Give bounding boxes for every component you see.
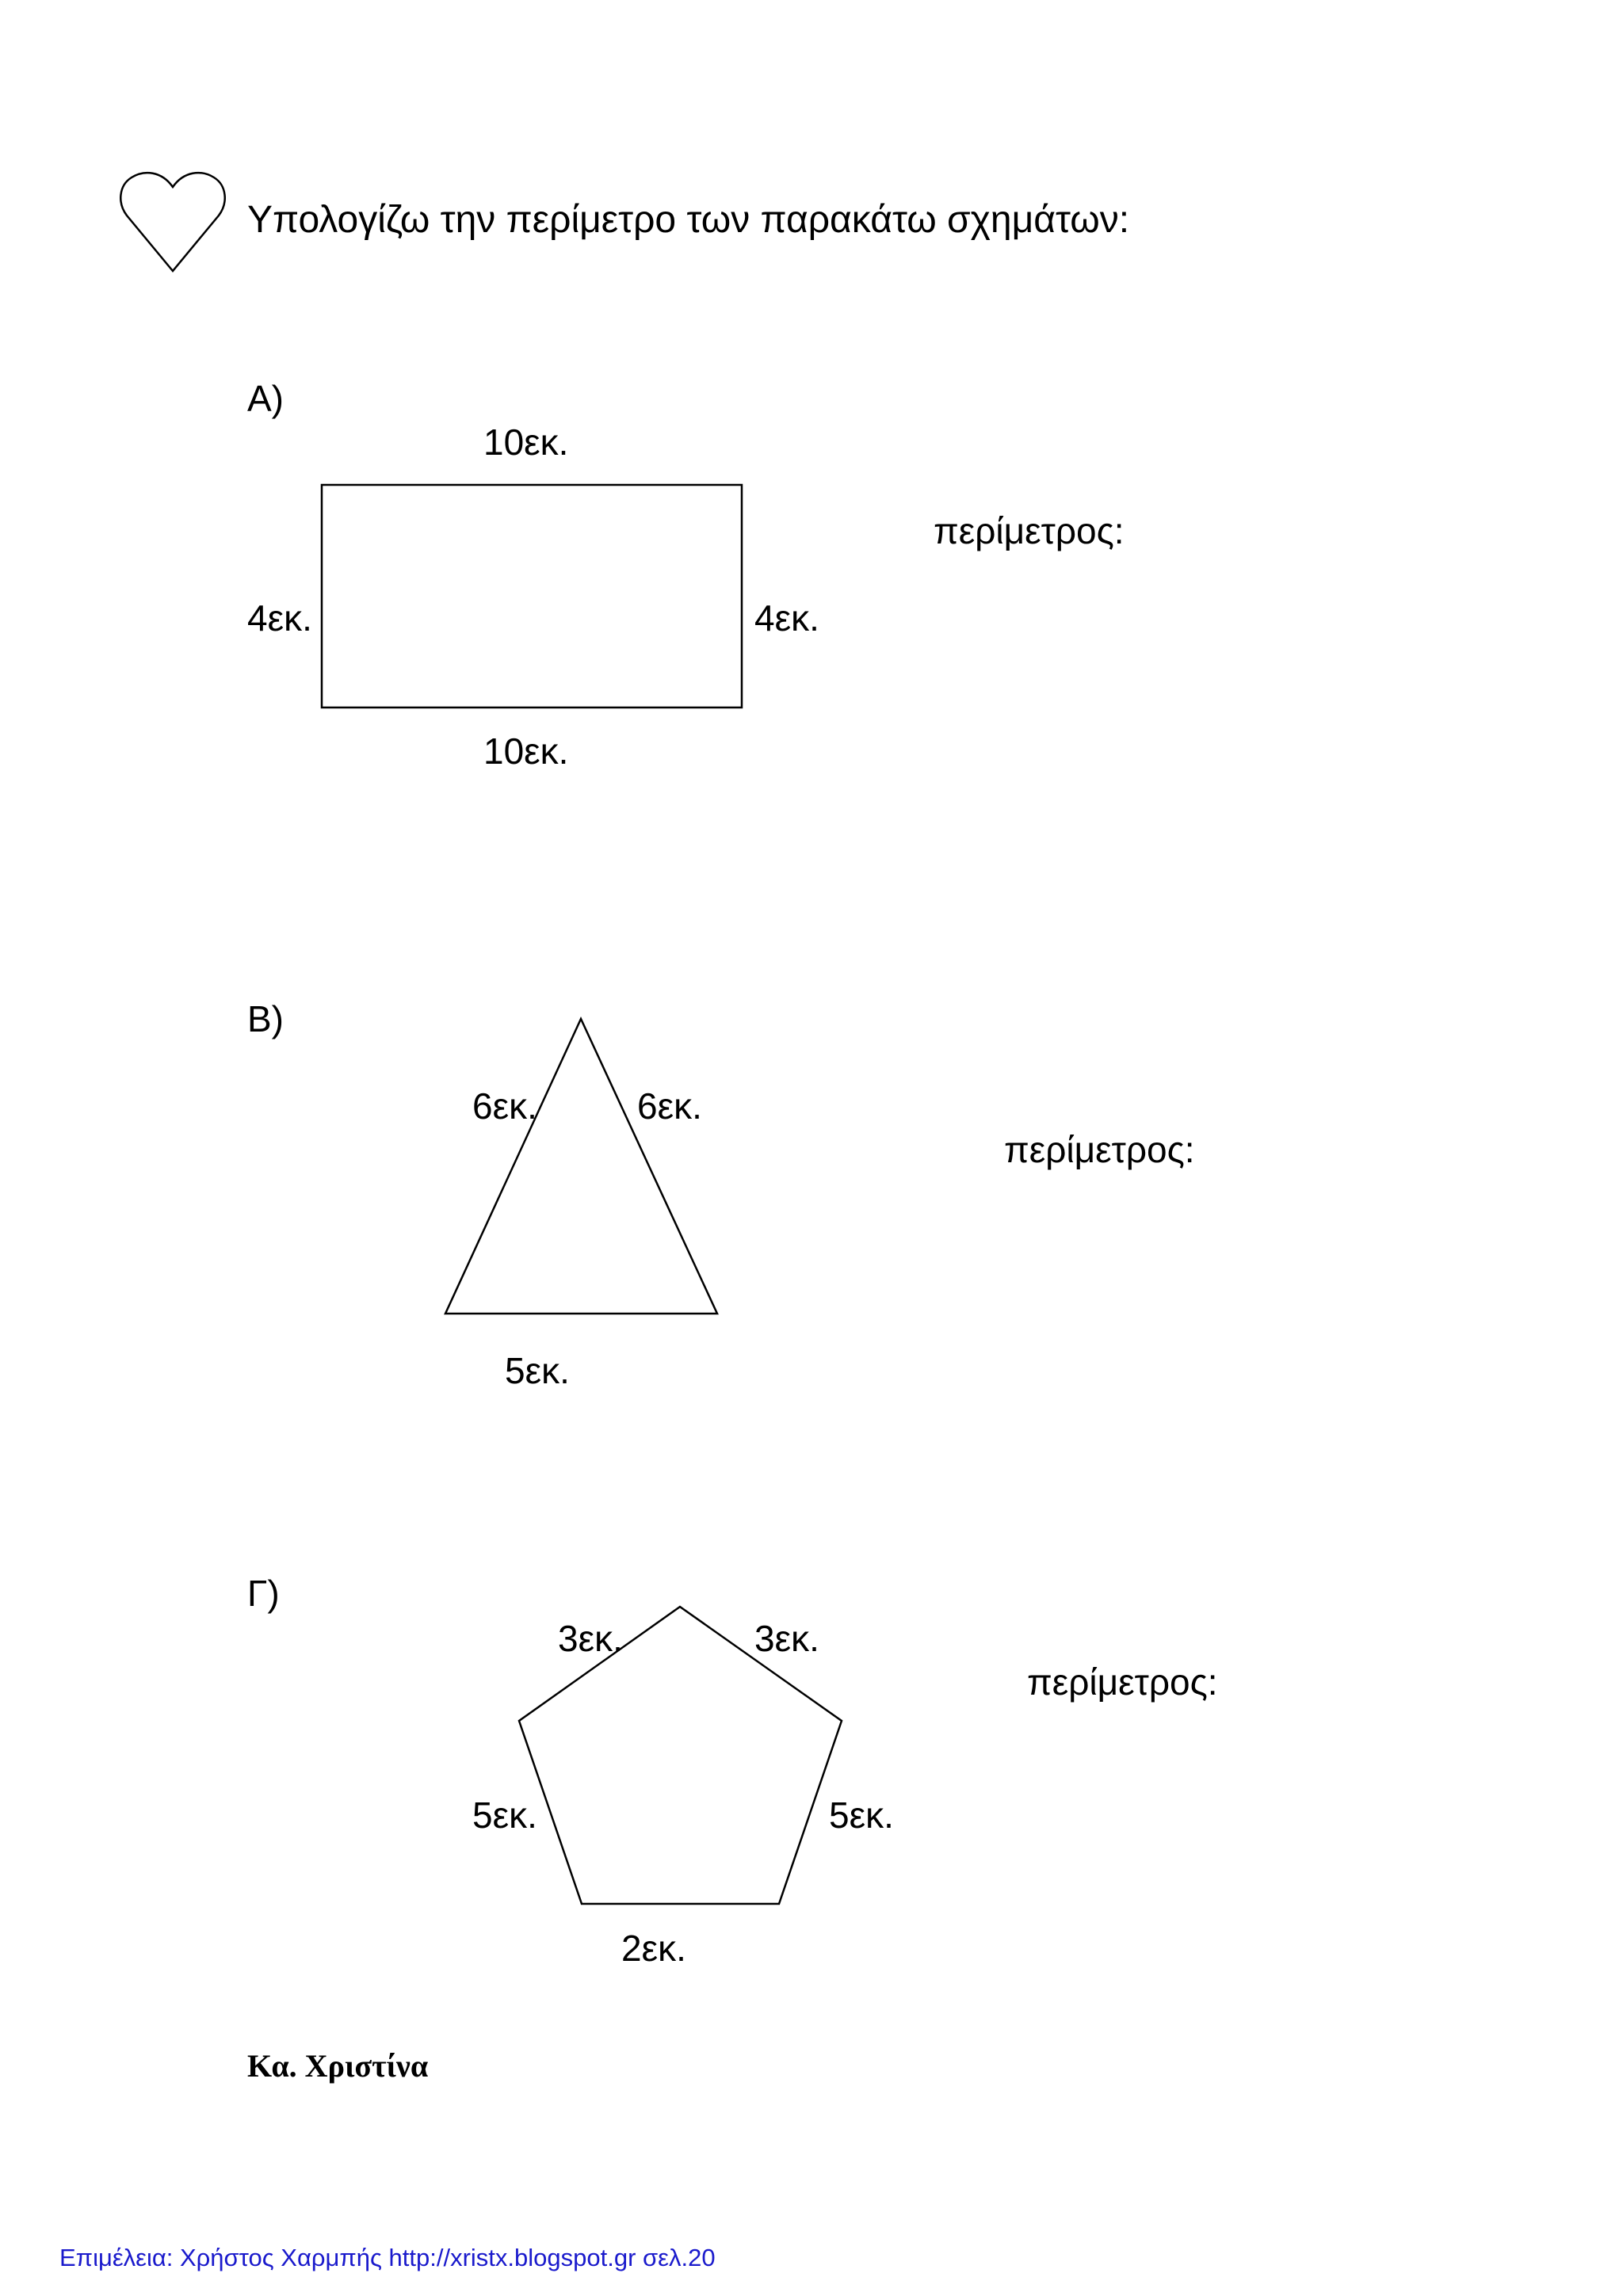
rectangle-right-side-label: 4εκ.	[754, 597, 819, 639]
triangle-left-side-label: 6εκ.	[472, 1085, 537, 1127]
exercise-b-label: Β)	[247, 998, 284, 1039]
author-signature: Κα. Χριστίνα	[247, 2048, 429, 2084]
triangle-bottom-side-label: 5εκ.	[505, 1350, 570, 1391]
rectangle-top-side-label: 10εκ.	[483, 421, 569, 463]
rectangle-perimeter-label: περίμετρος:	[934, 510, 1125, 551]
pentagon-perimeter-label: περίμετρος:	[1027, 1661, 1218, 1703]
pentagon-right-side-label: 5εκ.	[829, 1794, 894, 1836]
triangle-perimeter-label: περίμετρος:	[1004, 1129, 1195, 1170]
pentagon-bottom-side-label: 2εκ.	[621, 1928, 686, 1969]
exercise-c-label: Γ)	[247, 1573, 280, 1614]
rectangle-bottom-side-label: 10εκ.	[483, 730, 569, 772]
page-footer: Επιμέλεια: Χρήστος Χαρμπής http://xristx…	[59, 2244, 716, 2271]
pentagon-top-right-side-label: 3εκ.	[754, 1618, 819, 1659]
pentagon-left-side-label: 5εκ.	[472, 1794, 537, 1836]
triangle-right-side-label: 6εκ.	[637, 1085, 702, 1127]
rectangle-left-side-label: 4εκ.	[247, 597, 312, 639]
pentagon-top-left-side-label: 3εκ.	[558, 1618, 623, 1659]
instruction-text: Υπολογίζω την περίμετρο των παρακάτω σχη…	[247, 199, 1130, 241]
exercise-a-label: Α)	[247, 378, 284, 419]
